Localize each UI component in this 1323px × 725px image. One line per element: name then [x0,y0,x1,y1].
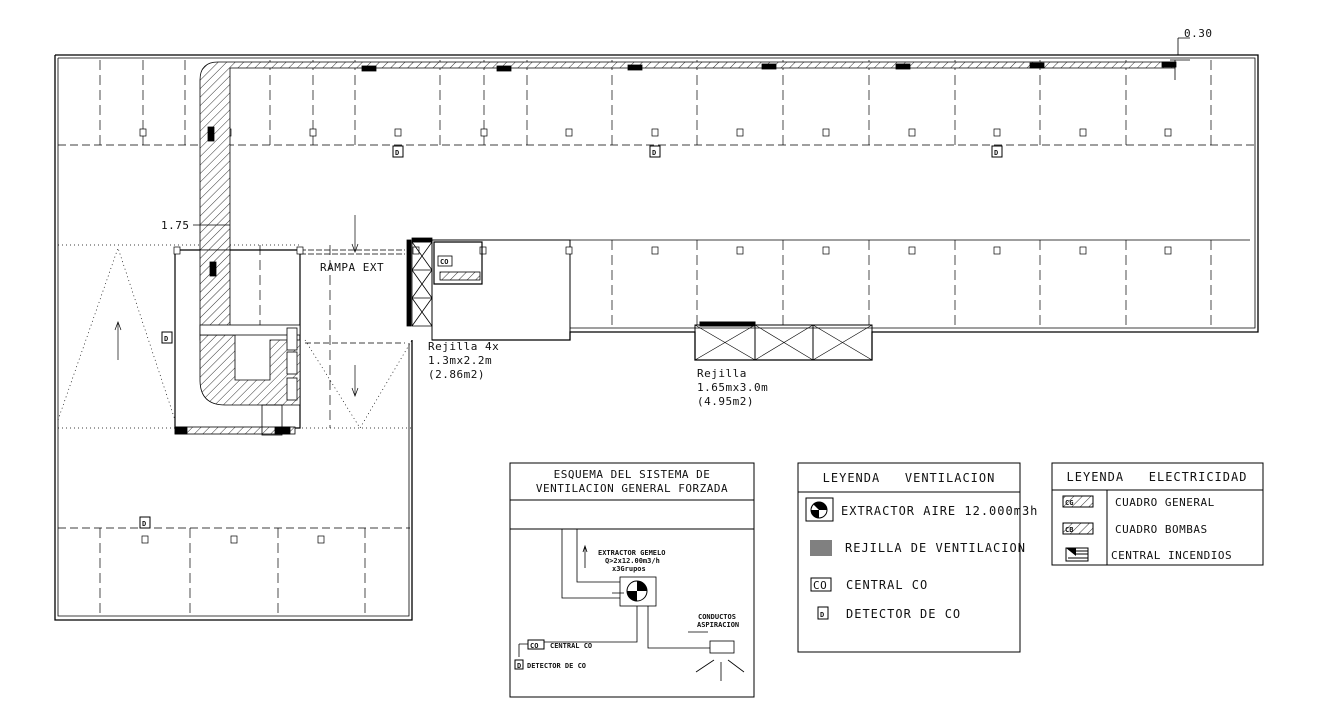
column-markers [139,128,1172,544]
legend-title: LEYENDA VENTILACION [823,471,996,485]
legend-electricity: LEYENDA ELECTRICIDAD CG CUADRO GENERAL C… [1051,462,1264,566]
legend-label: REJILLA DE VENTILACION [845,541,1026,555]
dimension-030: 0.30 [1184,27,1213,40]
grille-size: 1.65mx3.0m [697,381,768,394]
legend-label: CUADRO GENERAL [1115,496,1215,509]
legend-label: CENTRAL INCENDIOS [1111,549,1232,562]
svg-text:D: D [994,149,998,157]
co-box-icon: CO [813,579,827,592]
ventilation-scheme: ESQUEMA DEL SISTEMA DE VENTILACION GENER… [509,462,755,698]
central-co-symbol: CO [440,258,448,266]
grille-icon [810,540,832,556]
legend-label: EXTRACTOR AIRE 12.000m3h [841,504,1038,518]
svg-text:D: D [142,520,146,528]
extractor-flow: Q>2x12.00m3/h [605,557,660,565]
grille-area: (4.95m2) [697,395,754,408]
fire-panel-icon [1065,547,1089,562]
fan-icon [626,580,648,602]
svg-text:D: D [164,335,168,343]
detector-icon: D [517,662,521,670]
panel-hatched-icon: CB [1065,526,1073,534]
co-box-icon: CO [530,642,538,650]
parking-stalls [57,60,1255,615]
grille-area: (2.86m2) [428,368,485,381]
grille-label: Rejilla [697,367,747,380]
extractor-groups: x3Grupos [612,565,646,573]
grille-label: Rejilla 4x [428,340,499,353]
extractor-label: EXTRACTOR GEMELO [598,549,665,557]
legend-ventilation: LEYENDA VENTILACION EXTRACTOR AIRE 12.00… [797,462,1038,653]
legend-label: CUADRO BOMBAS [1115,523,1208,536]
ducts-label: CONDUCTOS [698,613,736,621]
scheme-title: VENTILACION GENERAL FORZADA [536,482,728,495]
co-detector-icon: D D D D D [139,145,1003,529]
legend-title: LEYENDA ELECTRICIDAD [1067,470,1248,484]
dimension-175: 1.75 [161,219,190,232]
panel-hatched-icon: CG [1065,499,1073,507]
extractor-fans [286,327,298,401]
detector-icon: D [820,611,824,619]
ducts-label: ASPIRACION [697,621,739,629]
ramp-label: RAMPA EXT [320,261,384,274]
fan-icon [805,497,834,522]
svg-text:D: D [395,149,399,157]
scheme-title: ESQUEMA DEL SISTEMA DE [554,468,711,481]
detector-label: DETECTOR DE CO [527,662,586,670]
plan-labels: 0.30 1.75 RAMPA EXT Rejilla 4x 1.3mx2.2m… [139,27,1213,529]
legend-label: DETECTOR DE CO [846,607,961,621]
ventilation-ducts [174,37,1190,436]
legend-label: CENTRAL CO [846,578,928,592]
grille-size: 1.3mx2.2m [428,354,492,367]
central-co-label: CENTRAL CO [550,642,592,650]
svg-text:D: D [652,149,656,157]
building-outline [54,54,1259,621]
